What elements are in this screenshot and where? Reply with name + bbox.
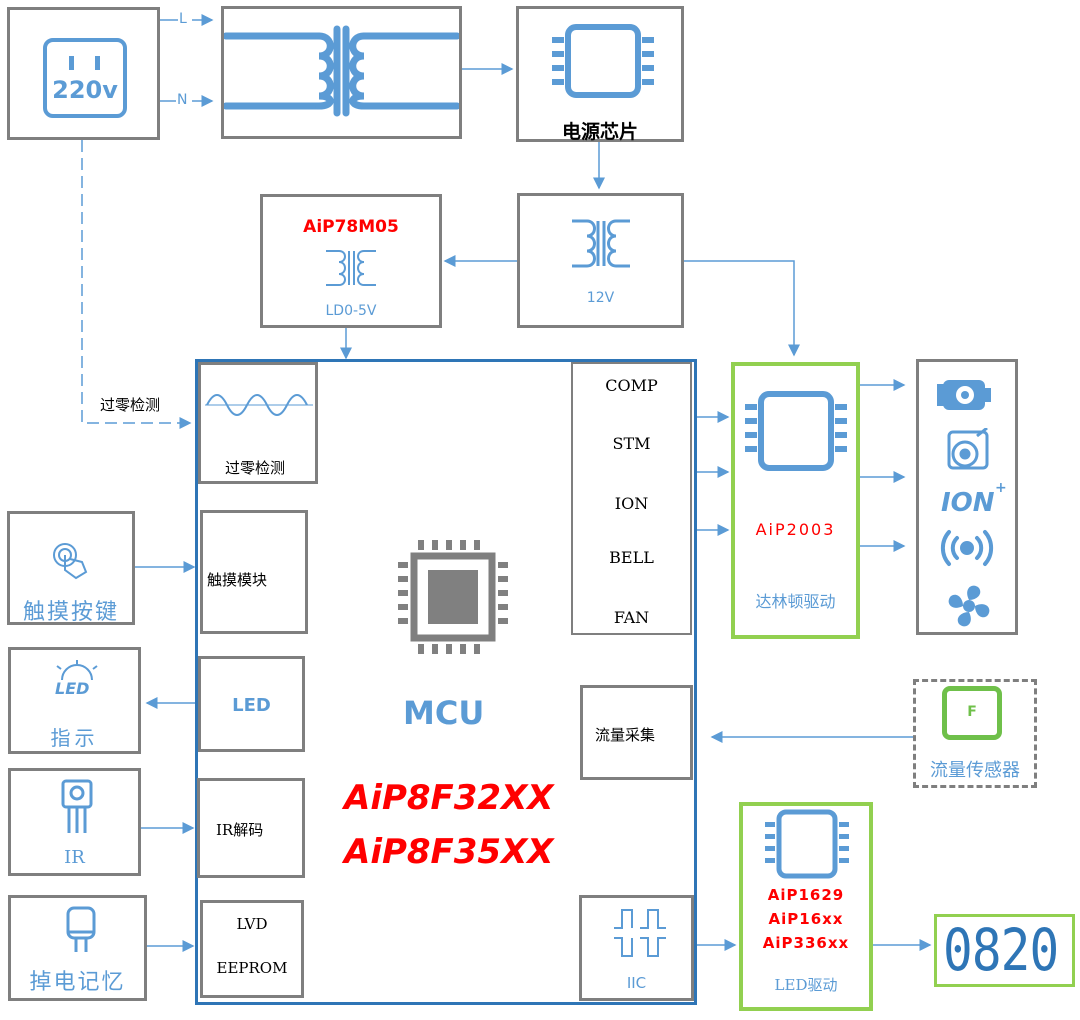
iic-module: IIC bbox=[579, 895, 694, 1001]
ldo-box: AiP78M05 LD0-5V bbox=[260, 194, 442, 328]
mcu-chip-icon bbox=[398, 540, 508, 654]
flow-collect-module: 流量采集 bbox=[580, 685, 693, 780]
line-n-label: N bbox=[177, 92, 188, 108]
buzzer-icon bbox=[940, 530, 994, 566]
ldo-label: LD0-5V bbox=[325, 303, 377, 319]
ir-receiver-icon bbox=[61, 779, 93, 833]
lvd-label: LVD bbox=[236, 915, 268, 933]
loads-box: ION + bbox=[916, 359, 1018, 635]
power-chip-box: 电源芯片 bbox=[516, 6, 684, 143]
power-chip-label: 电源芯片 bbox=[561, 121, 638, 143]
stepper-motor-icon bbox=[947, 428, 989, 470]
led-module-label: LED bbox=[232, 695, 271, 716]
led-indicator-box: LED 指示 bbox=[8, 647, 141, 754]
indicator-label: 指示 bbox=[50, 726, 99, 750]
output-fan: FAN bbox=[613, 608, 650, 627]
touch-icon bbox=[53, 543, 88, 580]
ir-decode-module: IR解码 bbox=[197, 778, 305, 878]
ldo-part-number: AiP78M05 bbox=[303, 217, 399, 237]
ir-box: IR bbox=[8, 768, 141, 876]
light-rays-icon bbox=[56, 660, 98, 681]
output-bell: BELL bbox=[609, 548, 654, 567]
fan-icon bbox=[948, 585, 990, 627]
led-driver-box: AiP1629 AiP16xx AiP336xx LED驱动 bbox=[739, 802, 873, 1011]
ir-decode-label: IR解码 bbox=[216, 821, 264, 839]
chip-icon bbox=[765, 809, 849, 879]
transformer-icon bbox=[572, 219, 630, 268]
square-wave-icon bbox=[614, 909, 666, 957]
transformer-12v-box: 12V bbox=[517, 193, 684, 328]
touch-module: 触摸模块 bbox=[200, 510, 308, 634]
led-driver-label: LED驱动 bbox=[774, 976, 838, 994]
led-driver-part-1: AiP1629 bbox=[767, 886, 845, 904]
zero-cross-left-label: 过零检测 bbox=[100, 396, 161, 414]
zero-cross-module-label: 过零检测 bbox=[225, 459, 286, 477]
emi-filter-box bbox=[221, 6, 462, 139]
output-stm: STM bbox=[612, 434, 651, 453]
transformer-icon bbox=[326, 250, 376, 286]
outlet-icon: 220v bbox=[43, 38, 127, 118]
led-driver-part-2: AiP16xx bbox=[768, 910, 844, 928]
led-icon-text: LED bbox=[55, 679, 90, 698]
outlet-voltage: 220v bbox=[52, 76, 118, 104]
flow-sensor-label: 流量传感器 bbox=[930, 760, 1020, 781]
mcu-part-1: AiP8F32XX bbox=[344, 778, 554, 818]
led-module: LED bbox=[198, 656, 305, 752]
sine-wave-icon bbox=[205, 394, 313, 416]
flow-sensor-box: F 流量传感器 bbox=[913, 679, 1037, 788]
output-ion: ION bbox=[614, 494, 649, 513]
touch-key-label: 触摸按键 bbox=[22, 600, 119, 625]
power-memory-box: 掉电记忆 bbox=[8, 895, 147, 1001]
zero-cross-module: 过零检测 bbox=[198, 362, 318, 484]
plus-icon: + bbox=[995, 480, 1007, 496]
chip-icon bbox=[552, 24, 654, 98]
touch-key-box: 触摸按键 bbox=[7, 511, 135, 625]
mcu-label: MCU bbox=[403, 694, 485, 732]
flow-sensor-letter: F bbox=[967, 704, 977, 720]
outlet-box: 220v bbox=[7, 7, 160, 140]
touch-module-label: 触摸模块 bbox=[207, 571, 268, 589]
output-pins-module: COMP STM ION BELL FAN bbox=[571, 362, 692, 635]
driver-part-number: AiP2003 bbox=[755, 520, 836, 539]
darlington-driver-box: AiP2003 达林顿驱动 bbox=[731, 362, 860, 639]
chip-icon bbox=[745, 391, 847, 471]
flow-collect-label: 流量采集 bbox=[595, 726, 656, 744]
power-memory-label: 掉电记忆 bbox=[29, 970, 126, 995]
seven-segment-display: 0820 bbox=[934, 914, 1075, 987]
capacitor-icon bbox=[66, 906, 96, 952]
iic-label: IIC bbox=[626, 974, 647, 992]
led-driver-part-3: AiP336xx bbox=[762, 934, 850, 952]
transformer-12v-label: 12V bbox=[586, 290, 615, 306]
flow-sensor-icon: F bbox=[942, 686, 1002, 740]
driver-label: 达林顿驱动 bbox=[755, 592, 836, 611]
display-digits: 0820 bbox=[943, 916, 1059, 984]
eeprom-label: EEPROM bbox=[216, 959, 288, 977]
line-l-label: L bbox=[179, 11, 187, 27]
mcu-part-2: AiP8F35XX bbox=[344, 832, 554, 872]
ion-icon: ION bbox=[941, 488, 995, 518]
emi-filter-icon bbox=[224, 25, 459, 117]
output-comp: COMP bbox=[605, 376, 658, 395]
compressor-icon bbox=[937, 380, 991, 410]
lvd-eeprom-module: LVD EEPROM bbox=[200, 900, 304, 998]
ir-label: IR bbox=[64, 847, 85, 868]
